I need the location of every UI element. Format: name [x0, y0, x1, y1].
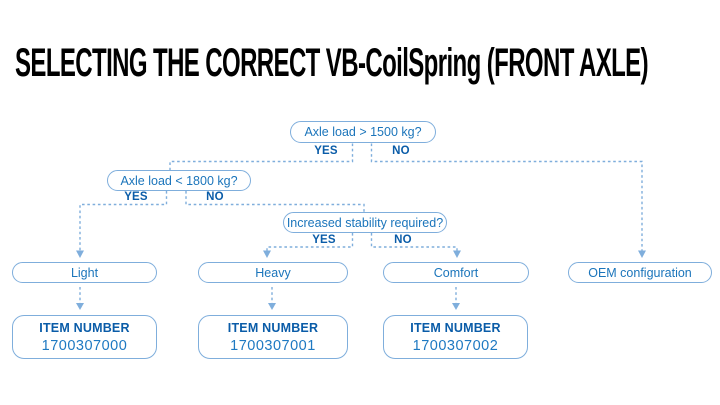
connector-stability-no — [370, 233, 458, 251]
no-label-1500: NO — [392, 145, 410, 157]
arrowhead-item-heavy — [268, 303, 276, 310]
decision-axle-load-under-1800: Axle load < 1800 kg? — [107, 170, 251, 191]
arrowhead-oem — [638, 250, 646, 258]
decision-increased-stability: Increased stability required? — [283, 212, 447, 233]
connector-1800-no — [185, 191, 365, 212]
arrowhead-comfort — [453, 250, 461, 258]
item-number-box-heavy: ITEM NUMBER 1700307001 — [198, 315, 348, 359]
item-number-label: ITEM NUMBER — [227, 320, 319, 335]
outcome-comfort: Comfort — [383, 262, 529, 283]
connector-1800-yes — [79, 191, 168, 251]
arrowhead-item-comfort — [452, 303, 460, 310]
page-title: SELECTING THE CORRECT VB-CoilSpring (FRO… — [15, 41, 649, 85]
no-label-1800: NO — [206, 191, 224, 203]
outcome-light: Light — [12, 262, 157, 283]
item-number-value: 1700307001 — [230, 337, 316, 354]
outcome-heavy: Heavy — [198, 262, 348, 283]
yes-label-stability: YES — [312, 234, 336, 246]
outcome-oem-configuration: OEM configuration — [568, 262, 712, 283]
item-number-label: ITEM NUMBER — [410, 320, 501, 335]
yes-label-1800: YES — [124, 191, 148, 203]
yes-label-1500: YES — [314, 145, 338, 157]
decision-axle-load-over-1500: Axle load > 1500 kg? — [290, 121, 436, 143]
arrowhead-heavy — [263, 250, 271, 258]
arrowhead-light — [76, 250, 84, 258]
item-number-value: 1700307002 — [412, 337, 499, 354]
connector-stability-yes — [266, 233, 354, 251]
no-label-stability: NO — [394, 234, 412, 246]
arrowhead-item-light — [76, 303, 84, 310]
item-number-label: ITEM NUMBER — [39, 320, 130, 335]
item-number-box-light: ITEM NUMBER 1700307000 — [12, 315, 157, 359]
item-number-box-comfort: ITEM NUMBER 1700307002 — [383, 315, 528, 359]
item-number-value: 1700307000 — [41, 337, 128, 354]
